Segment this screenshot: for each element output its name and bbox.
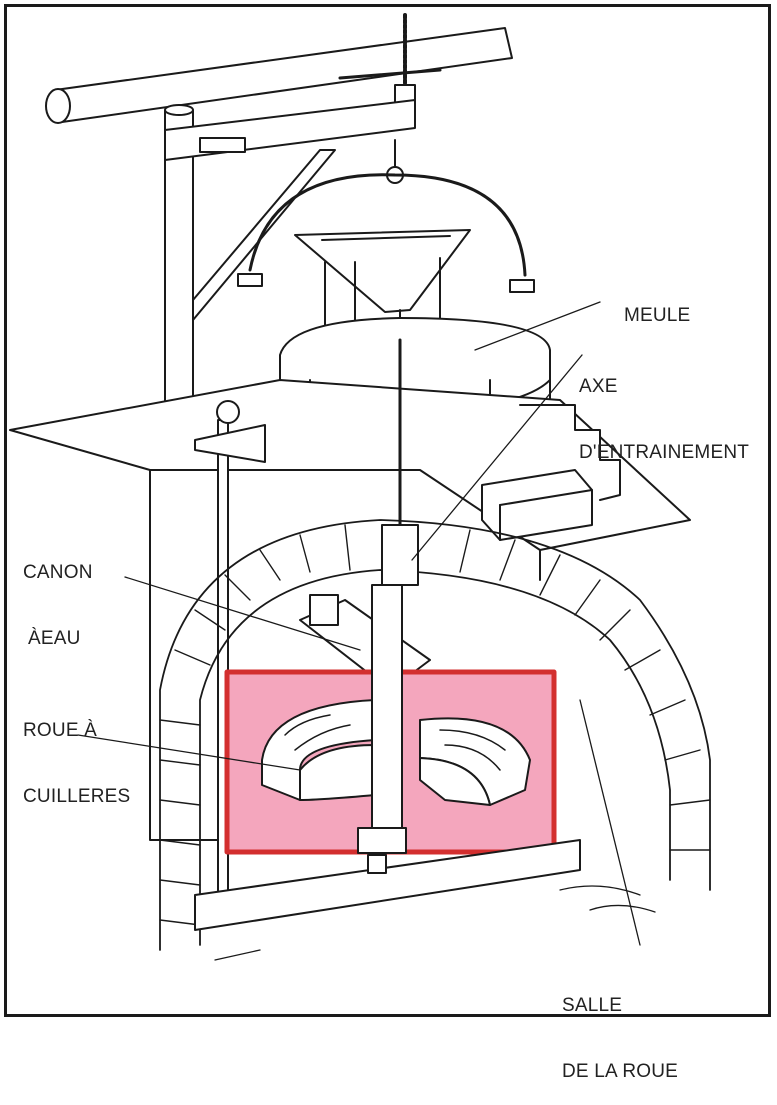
label-salle-line2: DE LA ROUE — [562, 1061, 679, 1082]
brick-arch — [159, 519, 711, 951]
stairs — [519, 404, 621, 501]
label-roue-a-cuilleres: ROUE À CUILLERES — [23, 676, 130, 830]
label-roue-line1: ROUE À — [23, 720, 98, 741]
label-meule: MEULE — [613, 283, 690, 327]
label-axe-line2: D'ENTRAINEMENT — [579, 442, 750, 463]
label-canon-a-eau: CANON ÀEAU — [23, 518, 93, 672]
bail-knobs — [237, 273, 535, 293]
leader-lines — [77, 301, 641, 946]
label-canon-line1: CANON — [23, 562, 93, 583]
base-beam — [194, 839, 581, 931]
label-roue-line2: CUILLERES — [23, 786, 131, 807]
spoon-wheel — [261, 699, 531, 806]
label-salle-line1: SALLE — [562, 995, 623, 1016]
label-salle-de-la-roue: SALLE DE LA ROUE — [562, 951, 678, 1105]
top-beam — [45, 27, 513, 124]
label-canon-line2: ÀEAU — [28, 628, 81, 649]
drive-shaft — [357, 338, 419, 854]
label-axe-line1: AXE — [579, 376, 618, 397]
hopper — [294, 229, 471, 351]
lifting-bail — [248, 173, 527, 277]
mill-illustration — [9, 13, 711, 961]
label-meule-text: MEULE — [623, 305, 691, 326]
water-flow — [214, 885, 656, 961]
label-axe-entrainement: AXE D'ENTRAINEMENT — [579, 332, 749, 486]
flour-box — [481, 469, 593, 541]
